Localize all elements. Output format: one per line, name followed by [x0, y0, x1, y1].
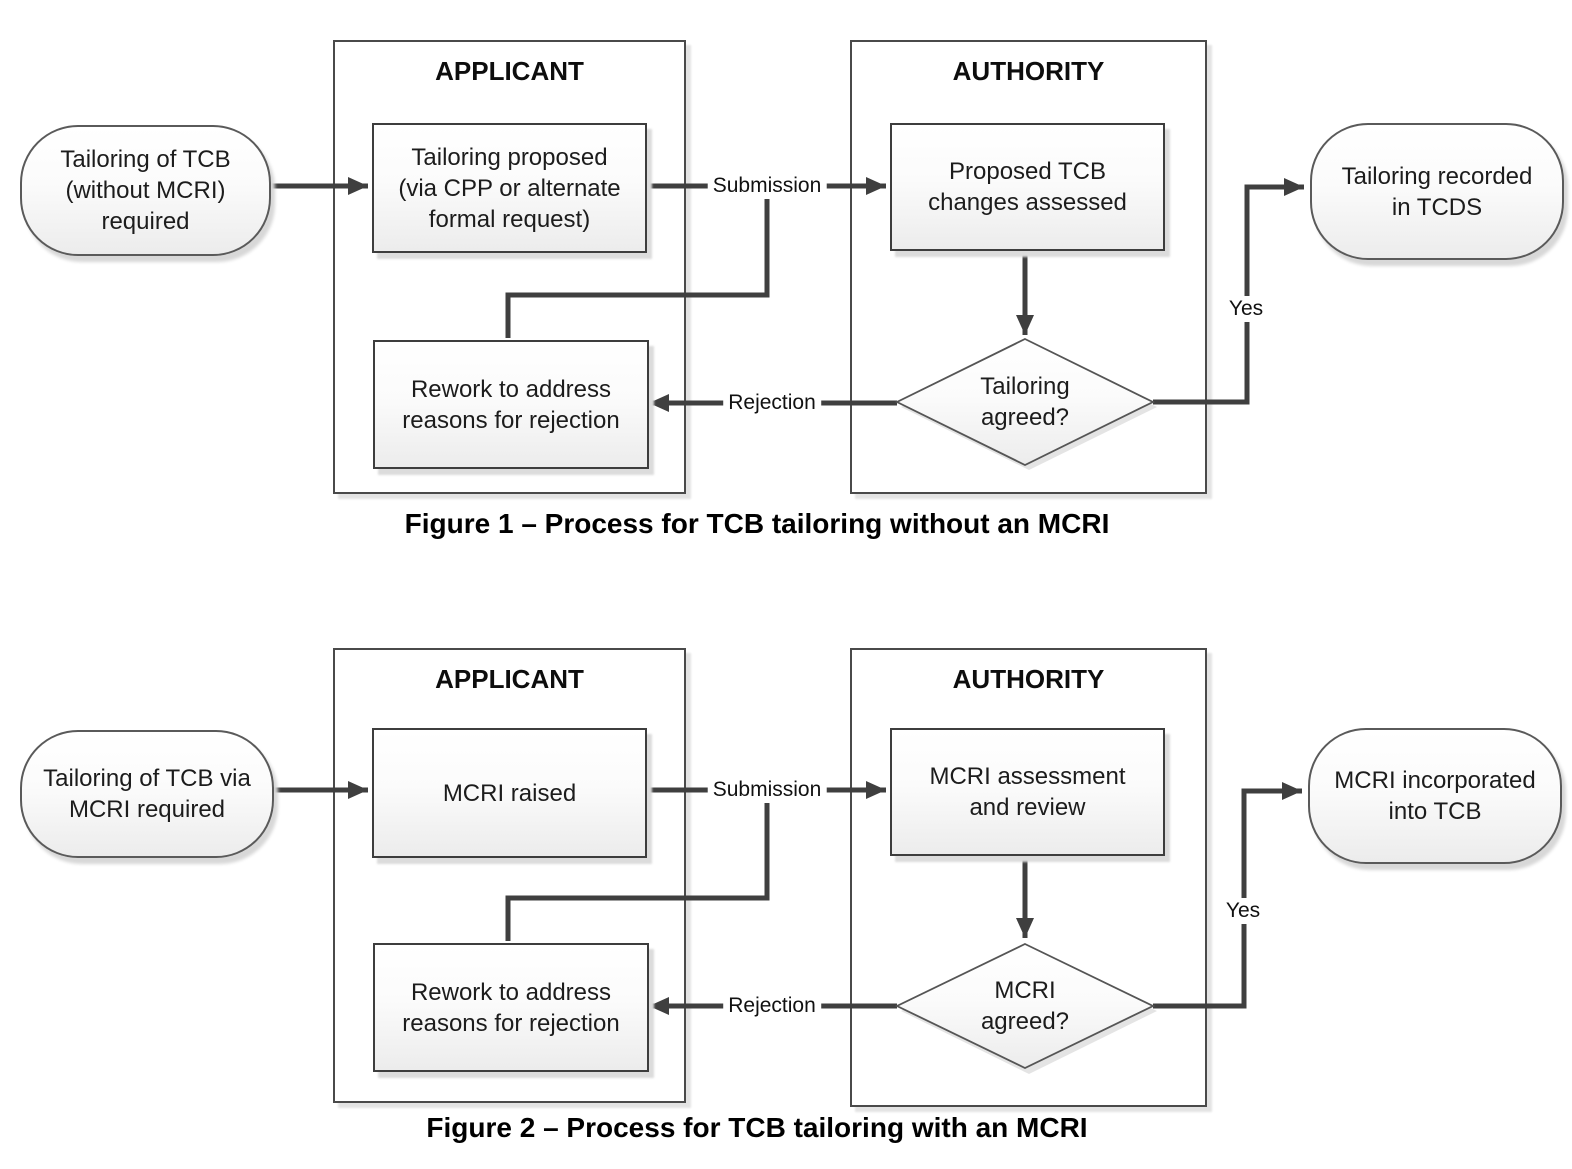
fig2-rework-step: Rework to address reasons for rejection [373, 943, 649, 1072]
fig1-rejection-label: Rejection [723, 390, 821, 416]
fig2-end-terminator: MCRI incorporated into TCB [1308, 728, 1562, 864]
fig2-rejection-label: Rejection [723, 993, 821, 1019]
fig2-assess-step: MCRI assessment and review [890, 728, 1165, 856]
fig2-authority-lane-title: AUTHORITY [952, 664, 1105, 694]
fig1-edge-yes [1153, 178, 1304, 405]
fig2-submission-label: Submission [707, 777, 827, 803]
fig1-decision-diamond [894, 337, 1156, 467]
fig1-submission-label: Submission [707, 173, 827, 199]
fig1-edge-feedback-to-rework [505, 186, 770, 338]
fig2-decision-label: MCRI agreed? [980, 977, 1070, 1035]
fig1-caption: Figure 1 – Process for TCB tailoring wit… [404, 508, 1110, 539]
fig2-start-terminator: Tailoring of TCB via MCRI required [20, 730, 274, 858]
fig2-decision-diamond [894, 942, 1156, 1070]
fig1-end-terminator: Tailoring recorded in TCDS [1310, 123, 1564, 260]
fig1-start-terminator: Tailoring of TCB (without MCRI) required [20, 125, 271, 256]
fig1-rework-step: Rework to address reasons for rejection [373, 340, 649, 469]
fig2-edge-feedback-to-rework [505, 790, 770, 941]
fig1-decision-label: Tailoring agreed? [980, 373, 1070, 431]
fig1-propose-step: Tailoring proposed (via CPP or alternate… [372, 123, 647, 253]
fig1-assess-step: Proposed TCB changes assessed [890, 123, 1165, 251]
fig2-propose-step: MCRI raised [372, 728, 647, 858]
fig2-yes-label: Yes [1220, 898, 1266, 924]
fig2-applicant-lane-title: APPLICANT [435, 664, 584, 694]
fig1-authority-lane-title: AUTHORITY [952, 56, 1105, 86]
fig1-applicant-lane-title: APPLICANT [435, 56, 584, 86]
fig1-yes-label: Yes [1223, 296, 1269, 322]
fig2-caption: Figure 2 – Process for TCB tailoring wit… [426, 1112, 1088, 1143]
